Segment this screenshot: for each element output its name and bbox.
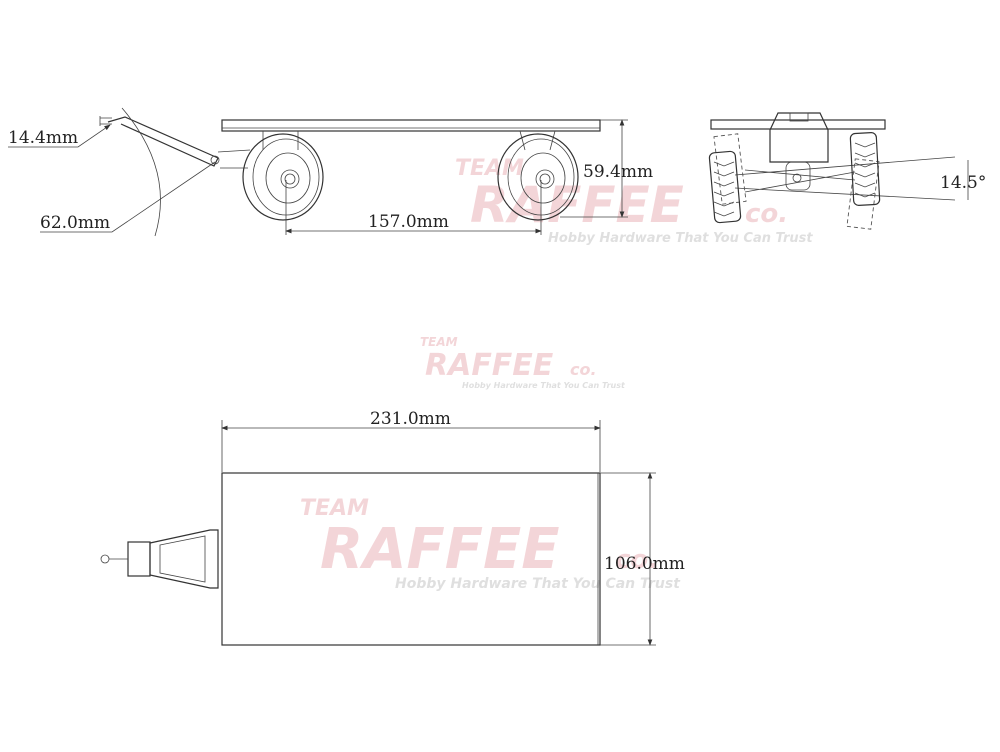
- dim-wheelbase: 157.0mm: [368, 212, 449, 232]
- watermark-middle: TEAM RAFFEE co. Hobby Hardware That You …: [420, 335, 626, 390]
- side-view: 14.4mm 62.0mm 157.0mm 59.4mm: [8, 107, 653, 237]
- watermark-brand: RAFFEE: [320, 517, 559, 582]
- watermark-team: TEAM: [300, 496, 369, 521]
- watermark-bottom: TEAM RAFFEE co. Hobby Hardware That You …: [300, 496, 681, 592]
- dim-drawbar-radius: 62.0mm: [40, 213, 110, 233]
- top-view: 231.0mm 106.0mm: [100, 409, 685, 646]
- front-wheel: [242, 133, 324, 221]
- watermark-team: TEAM: [455, 156, 524, 181]
- dim-width: 106.0mm: [604, 554, 685, 574]
- watermark-team: TEAM: [420, 335, 458, 349]
- dim-height: 59.4mm: [583, 162, 653, 182]
- watermark-brand: RAFFEE: [425, 348, 554, 383]
- watermark-tagline: Hobby Hardware That You Can Trust: [395, 576, 681, 592]
- dim-length: 231.0mm: [370, 409, 451, 429]
- dim-hitch-height: 14.4mm: [8, 128, 78, 148]
- right-tire: [846, 132, 881, 230]
- watermark-suffix: co.: [570, 360, 597, 379]
- left-tire: [708, 133, 747, 224]
- watermark-tagline: Hobby Hardware That You Can Trust: [462, 381, 626, 390]
- dim-axle-articulation: 14.5°: [940, 173, 986, 193]
- watermark-tagline: Hobby Hardware That You Can Trust: [548, 231, 813, 246]
- end-view: 14.5°: [708, 112, 986, 230]
- watermark-suffix: co.: [745, 199, 788, 229]
